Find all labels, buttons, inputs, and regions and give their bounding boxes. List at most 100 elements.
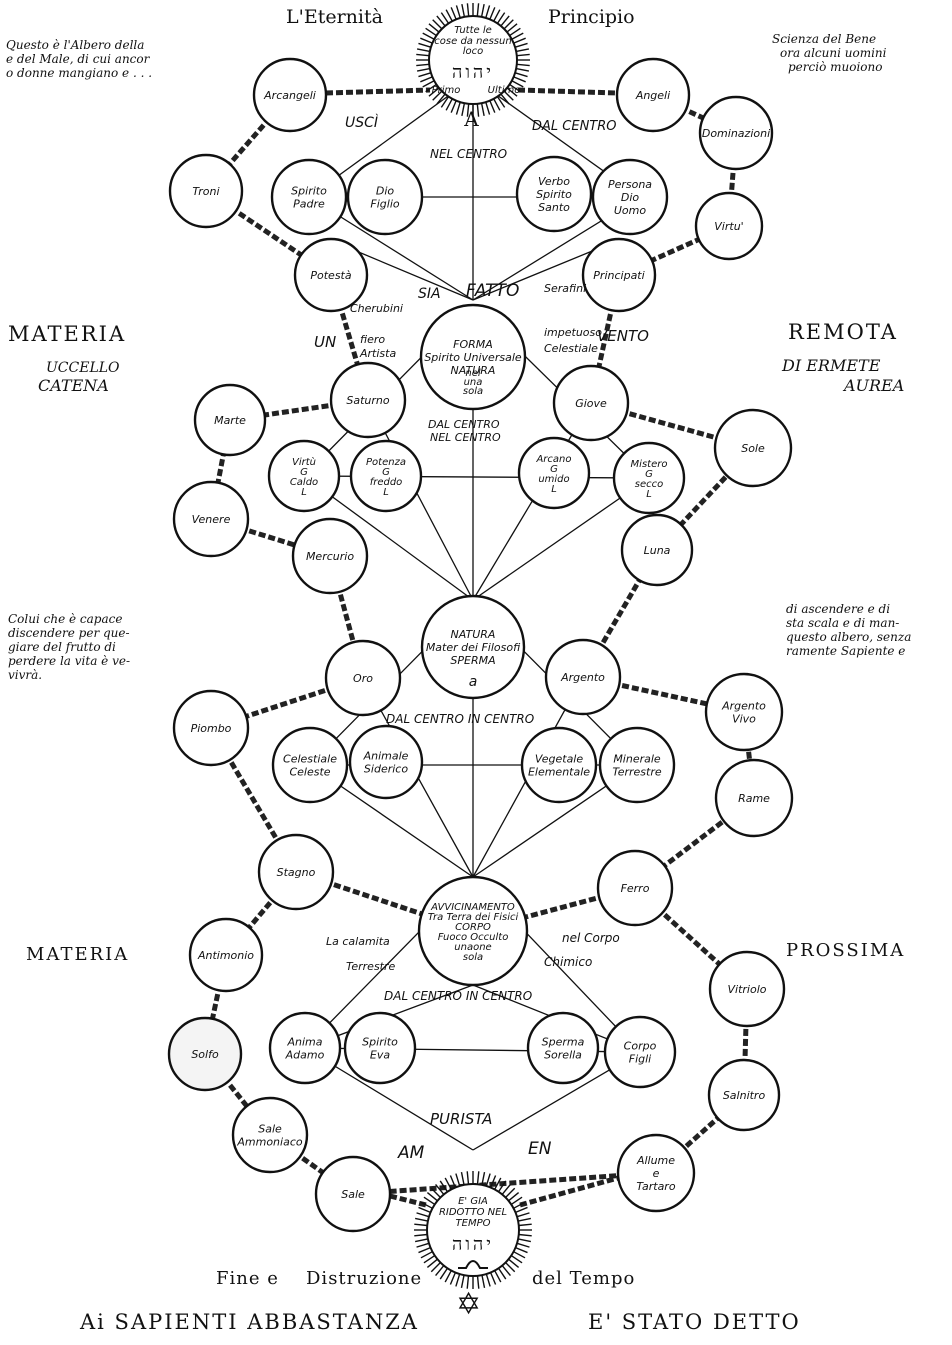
sun-ray <box>430 1262 441 1273</box>
node-circle <box>348 724 424 800</box>
node-label: Siderico <box>364 763 408 776</box>
node-dominazioni: Dominazioni <box>698 95 774 171</box>
sun-ray <box>476 3 480 17</box>
phrase-dal-centro-in-centro-1: DAL CENTRO IN CENTRO <box>386 712 534 726</box>
sun-ray <box>449 1175 457 1188</box>
node-label: Venere <box>192 513 231 526</box>
note-top-left: Questo è l'Albero della e del Male, di c… <box>6 38 152 80</box>
footer-del-tempo: del Tempo <box>532 1268 636 1289</box>
sun-ray <box>481 1171 486 1186</box>
word-materia-remota-left: MATERIA <box>8 322 127 346</box>
node-label: Dio <box>376 185 395 198</box>
sun-ray <box>416 48 430 53</box>
node-circle <box>349 439 423 513</box>
note-line: vivrà. <box>8 668 43 682</box>
chain-link <box>741 988 750 1096</box>
footer-distruzione: Distruzione <box>306 1268 423 1289</box>
sun-ray <box>514 72 528 78</box>
footer-ai-sapienti: Ai SAPIENTI ABBASTANZA <box>80 1310 419 1334</box>
node-label: G <box>645 469 653 480</box>
sun-ray <box>435 1183 445 1195</box>
sun-ray <box>466 103 470 117</box>
sun-ray <box>461 103 466 117</box>
node-label: L <box>301 487 307 498</box>
node-circle <box>343 1011 417 1085</box>
sun-ray <box>481 1274 486 1289</box>
node-circle <box>615 57 691 133</box>
node-label: Tra Terra dei Fisici <box>428 912 519 923</box>
node-luna: Luna <box>620 513 694 587</box>
node-circle <box>526 1011 600 1085</box>
phrase-fatto: FATTO <box>466 281 519 301</box>
node-label: L <box>383 487 389 498</box>
node-circle <box>707 1058 781 1132</box>
node-circle <box>419 303 527 411</box>
node-circle <box>708 950 786 1028</box>
note-line: questo albero, senza <box>786 630 912 644</box>
sun-ray <box>514 42 528 48</box>
note-line: di ascendere e di <box>786 602 891 616</box>
node-label: CORPO <box>455 922 491 933</box>
node-label: G <box>550 464 558 475</box>
sun-ray <box>497 1267 507 1280</box>
sun-ray <box>485 1273 491 1287</box>
node-circle <box>552 364 630 442</box>
node-circle <box>267 439 341 513</box>
sun-ray <box>418 1206 431 1214</box>
note-line: Colui che è capace <box>8 612 123 626</box>
phrase-un: UN <box>314 333 336 351</box>
word-materia-prossima-left: MATERIA <box>26 944 130 965</box>
sun-ray <box>494 1177 502 1190</box>
note-line: e del Male, di cui ancor <box>6 52 150 66</box>
sun-ray <box>515 1246 528 1254</box>
node-label: Dominazioni <box>702 127 770 140</box>
node-label: Argento <box>721 700 766 713</box>
node-circle <box>188 917 264 993</box>
node-label: Allume <box>636 1154 675 1167</box>
sun-text: E' GIA <box>458 1196 488 1207</box>
sun-text: Primo <box>432 85 461 96</box>
sun-ray <box>418 42 432 48</box>
letter-alpha: a <box>469 674 478 690</box>
note-line: perciò muoiono <box>788 60 883 74</box>
sun-ray <box>440 96 450 108</box>
header-principio: Principio <box>548 6 635 28</box>
sun-text: Tutte le <box>454 25 492 36</box>
phrase-vento: VENTO <box>597 327 649 345</box>
node-label: Uomo <box>614 204 646 217</box>
node-label: Sale <box>258 1123 282 1136</box>
sun-ray <box>422 32 435 40</box>
node-circle <box>620 513 694 587</box>
node-label: Celestiale <box>283 753 337 766</box>
node-circle <box>698 95 774 171</box>
node-label: Saturno <box>346 394 390 407</box>
node-label: Virtù <box>292 456 316 468</box>
sun-ray <box>505 1262 516 1273</box>
word-catena: CATENA <box>38 376 109 395</box>
sun-ray <box>439 1267 449 1280</box>
sun-ray <box>416 1242 430 1248</box>
sun-ray <box>416 63 430 67</box>
chain-link <box>208 726 299 874</box>
sun-ray <box>485 101 491 115</box>
node-label: Arcangeli <box>263 89 316 102</box>
node-circle <box>257 833 335 911</box>
node-label: Sale <box>341 1188 365 1201</box>
sun-ray <box>461 3 466 17</box>
node-label: FORMA <box>453 338 493 351</box>
sun-ray <box>508 1192 520 1202</box>
node-label: Spirito <box>536 188 572 201</box>
node-label: Anima <box>286 1036 322 1049</box>
chain-link <box>472 885 636 934</box>
node-label: Sperma <box>542 1036 585 1049</box>
node-label: Tartaro <box>636 1180 675 1193</box>
chain-link <box>389 1193 427 1208</box>
sun-ray <box>496 96 506 108</box>
node-label: e <box>653 1167 660 1180</box>
